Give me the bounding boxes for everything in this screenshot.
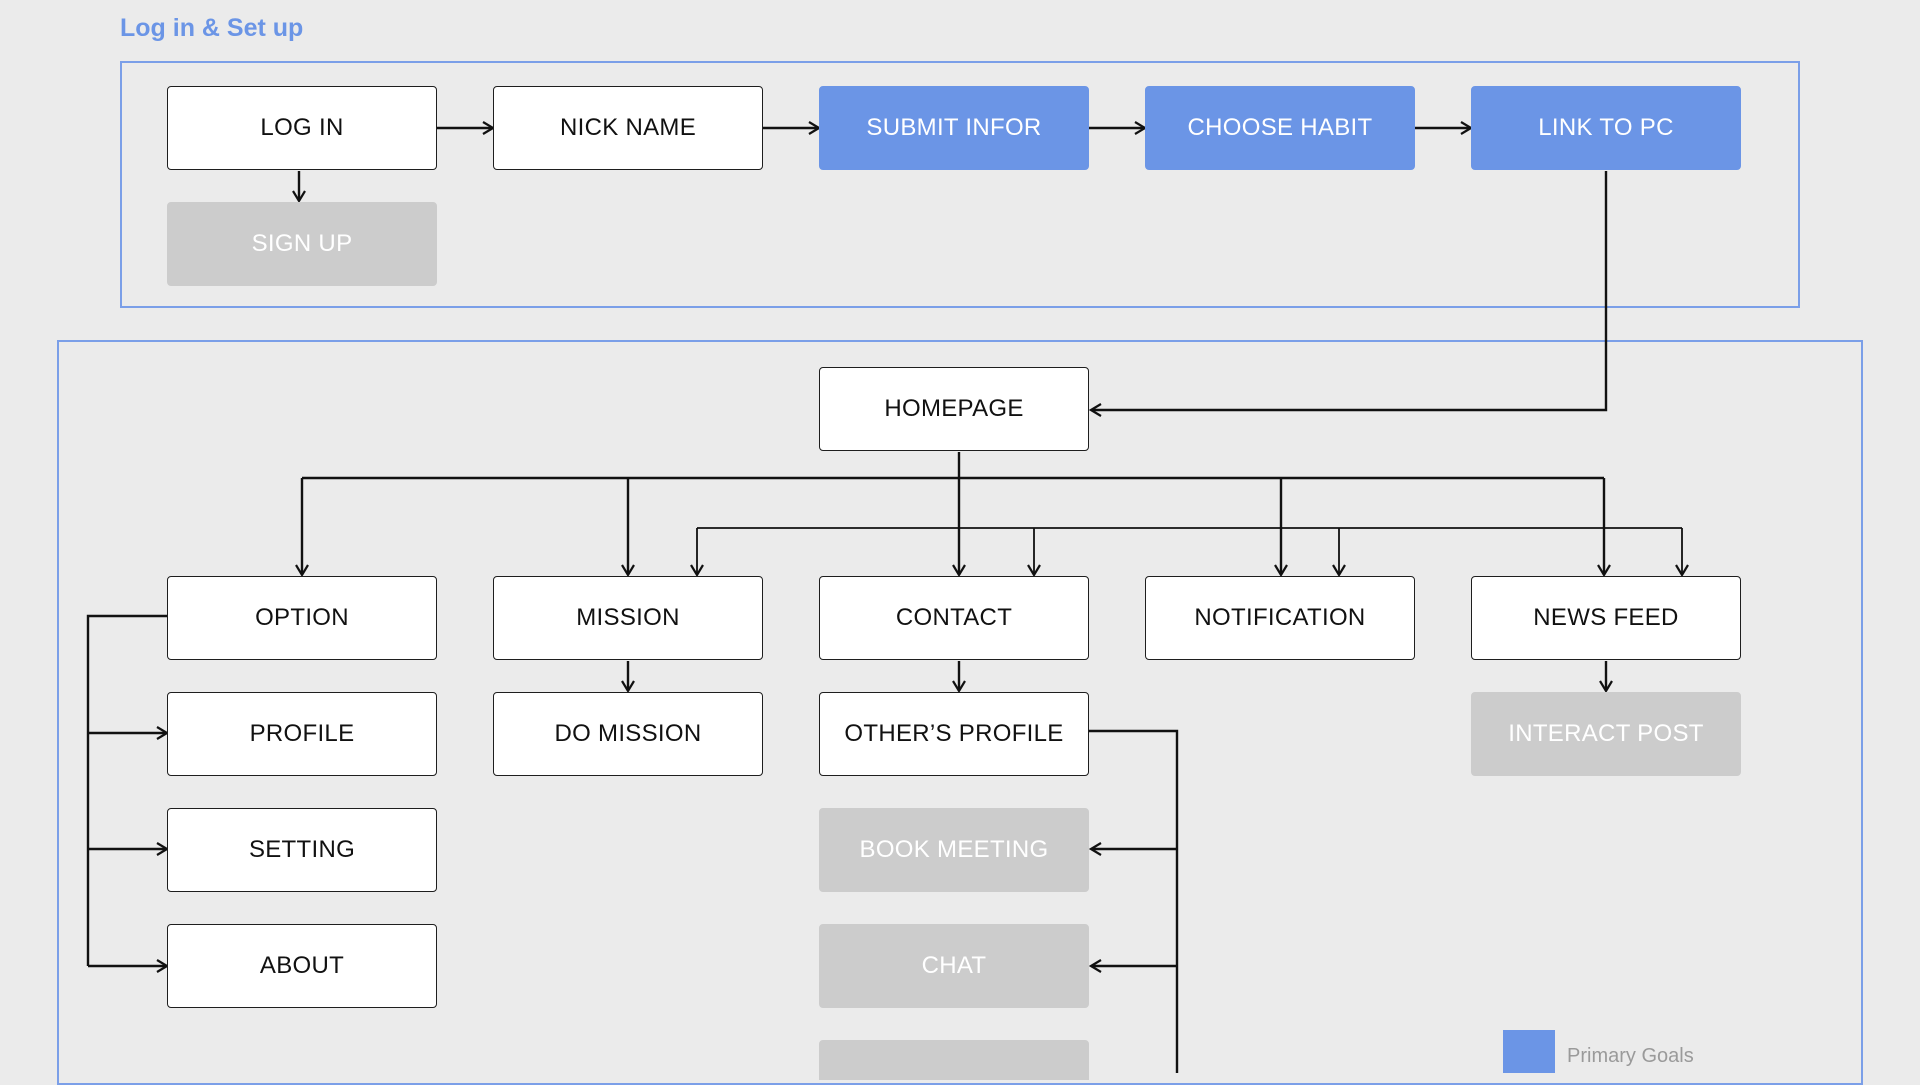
node-mission[interactable]: MISSION [493, 576, 763, 660]
node-submit-infor[interactable]: SUBMIT INFOR [819, 86, 1089, 170]
edge-othersprofile-trunk [1089, 729, 1179, 1073]
legend-label: Primary Goals [1567, 1045, 1694, 1067]
legend-swatch [1503, 1030, 1555, 1073]
node-book-meeting[interactable]: BOOK MEETING [819, 808, 1089, 892]
node-partial [819, 1040, 1089, 1080]
node-nickname[interactable]: NICK NAME [493, 86, 763, 170]
node-login[interactable]: LOG IN [167, 86, 437, 170]
node-newsfeed[interactable]: NEWS FEED [1471, 576, 1741, 660]
edge-linkpc-homepage [1091, 171, 1608, 410]
node-profile[interactable]: PROFILE [167, 692, 437, 776]
node-signup[interactable]: SIGN UP [167, 202, 437, 286]
node-chat[interactable]: CHAT [819, 924, 1089, 1008]
edge-option-trunk [86, 614, 167, 966]
node-contact[interactable]: CONTACT [819, 576, 1089, 660]
node-about[interactable]: ABOUT [167, 924, 437, 1008]
node-others-profile[interactable]: OTHER’S PROFILE [819, 692, 1089, 776]
node-choose-habit[interactable]: CHOOSE HABIT [1145, 86, 1415, 170]
setup-frame [120, 61, 1800, 308]
section-title: Log in & Set up [120, 14, 304, 42]
node-notification[interactable]: NOTIFICATION [1145, 576, 1415, 660]
node-option[interactable]: OPTION [167, 576, 437, 660]
node-setting[interactable]: SETTING [167, 808, 437, 892]
node-interact-post[interactable]: INTERACT POST [1471, 692, 1741, 776]
node-do-mission[interactable]: DO MISSION [493, 692, 763, 776]
node-link-to-pc[interactable]: LINK TO PC [1471, 86, 1741, 170]
node-homepage[interactable]: HOMEPAGE [819, 367, 1089, 451]
